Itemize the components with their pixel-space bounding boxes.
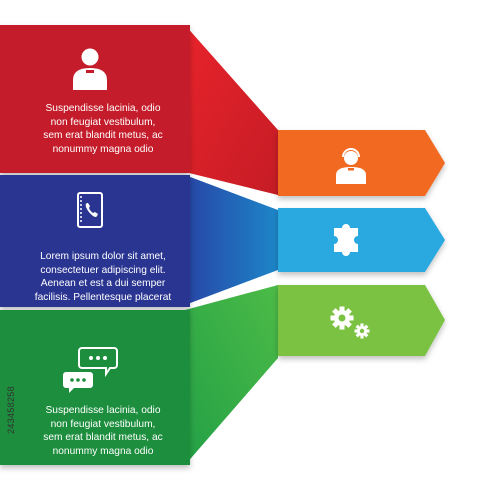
red-panel-line-1: Suspendisse lacinia, odio [45, 103, 161, 114]
image-id-label: 243458258 [6, 386, 16, 434]
blue-panel-line-3: Aenean et est a dui semper [40, 278, 166, 289]
blue-panel-text: Lorem ipsum dolor sit amet, consectetuer… [18, 250, 188, 304]
red-panel-line-3: sem erat blandit metus, ac [43, 130, 163, 141]
blue-panel-line-1: Lorem ipsum dolor sit amet, [40, 251, 166, 262]
phone-book-icon [77, 192, 103, 228]
green-funnel-connector [185, 285, 278, 465]
blue-funnel-connector [185, 175, 278, 305]
red-panel-line-4: nonummy magna odio [52, 143, 154, 155]
blue-panel-line-4: facilisis. Pellentesque placerat [34, 291, 172, 303]
blue-panel-line-2: consectetuer adipiscing elit. [40, 264, 166, 276]
green-panel [0, 310, 190, 465]
light-blue-arrow [278, 208, 445, 272]
green-panel-line-4: nonummy magna odio [52, 445, 154, 457]
red-panel [0, 25, 190, 173]
green-panel-line-1: Suspendisse lacinia, odio [45, 405, 161, 416]
green-panel-line-3: sem erat blandit metus, ac [43, 432, 163, 443]
support-agent-icon [336, 148, 366, 184]
blue-panel [0, 175, 190, 307]
user-icon [73, 48, 107, 90]
red-panel-line-2: non feugiat vestibulum, [50, 116, 156, 128]
red-panel-text: Suspendisse lacinia, odio non feugiat ve… [18, 102, 188, 156]
chat-bubbles-icon [63, 347, 118, 393]
orange-arrow [278, 130, 445, 196]
red-funnel-connector [185, 25, 278, 195]
gears-icon [330, 306, 370, 339]
green-panel-line-2: non feugiat vestibulum, [50, 418, 156, 430]
green-panel-text: Suspendisse lacinia, odio non feugiat ve… [18, 404, 188, 458]
light-green-arrow [278, 285, 445, 356]
puzzle-icon [334, 224, 358, 256]
